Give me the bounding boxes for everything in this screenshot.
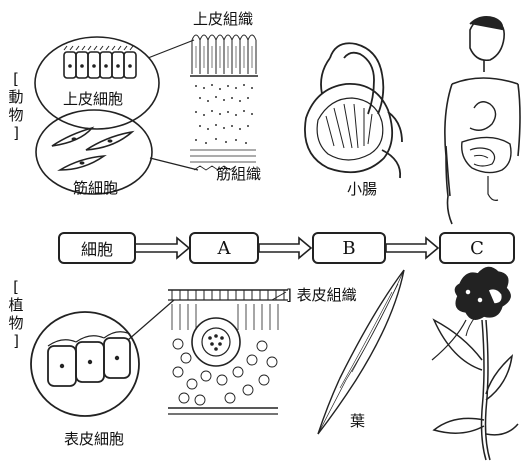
epidermal-tissue-text: 表皮組織 bbox=[296, 286, 357, 304]
flow-arrows bbox=[134, 236, 440, 260]
plant-side-char-2: 物 bbox=[8, 314, 24, 332]
small-intestine-drawing bbox=[304, 42, 403, 179]
leaf-label: 葉 bbox=[350, 412, 366, 430]
tissue-section bbox=[190, 34, 258, 171]
epithelial-tissue-label: 上皮組織 bbox=[193, 10, 254, 28]
epidermal-tissue-bracket: ] bbox=[286, 286, 292, 304]
animal-side-bracket-close: ] bbox=[13, 124, 19, 142]
epithelial-cell-bubble bbox=[34, 36, 160, 130]
epidermal-cell-bubble bbox=[30, 311, 140, 417]
human-figure-drawing bbox=[444, 16, 521, 225]
epidermal-cell-label: 表皮細胞 bbox=[64, 430, 125, 448]
plant-side-bracket-open: [ bbox=[13, 278, 19, 296]
animal-side-bracket-open: [ bbox=[13, 70, 19, 88]
epidermal-tissue-label: ] 表皮組織 bbox=[286, 284, 357, 305]
flow-box-b-label: B bbox=[342, 237, 356, 259]
animal-side-char-1: 動 bbox=[8, 88, 24, 106]
plant-side-char-1: 植 bbox=[8, 296, 24, 314]
flow-box-b: B bbox=[312, 232, 386, 264]
epithelial-cell-label: 上皮細胞 bbox=[63, 90, 124, 108]
plant-side-bracket-close: ] bbox=[13, 332, 19, 350]
flow-box-a-label: A bbox=[217, 237, 231, 259]
small-intestine-label: 小腸 bbox=[347, 180, 378, 198]
plant-side-label: [ 植 物 ] bbox=[8, 278, 24, 350]
flow-box-c-label: C bbox=[470, 237, 484, 259]
animal-side-char-2: 物 bbox=[8, 106, 24, 124]
epidermal-pointer-line bbox=[127, 299, 175, 341]
epithelial-pointer-line bbox=[147, 39, 195, 59]
animal-side-label: [ 動 物 ] bbox=[8, 70, 24, 142]
flow-box-c: C bbox=[439, 232, 515, 264]
muscle-pointer-line bbox=[149, 157, 199, 171]
muscle-cell-bubble bbox=[35, 109, 153, 195]
flow-box-cell: 細胞 bbox=[58, 232, 136, 264]
muscle-cell-label: 筋細胞 bbox=[73, 179, 119, 197]
leaf-section-drawing bbox=[168, 289, 288, 415]
flow-box-a: A bbox=[189, 232, 259, 264]
flow-box-cell-label: 細胞 bbox=[80, 240, 113, 259]
flowering-plant-drawing bbox=[431, 266, 519, 461]
leaf-drawing bbox=[317, 269, 405, 435]
muscle-tissue-label: 筋組織 bbox=[216, 165, 262, 183]
